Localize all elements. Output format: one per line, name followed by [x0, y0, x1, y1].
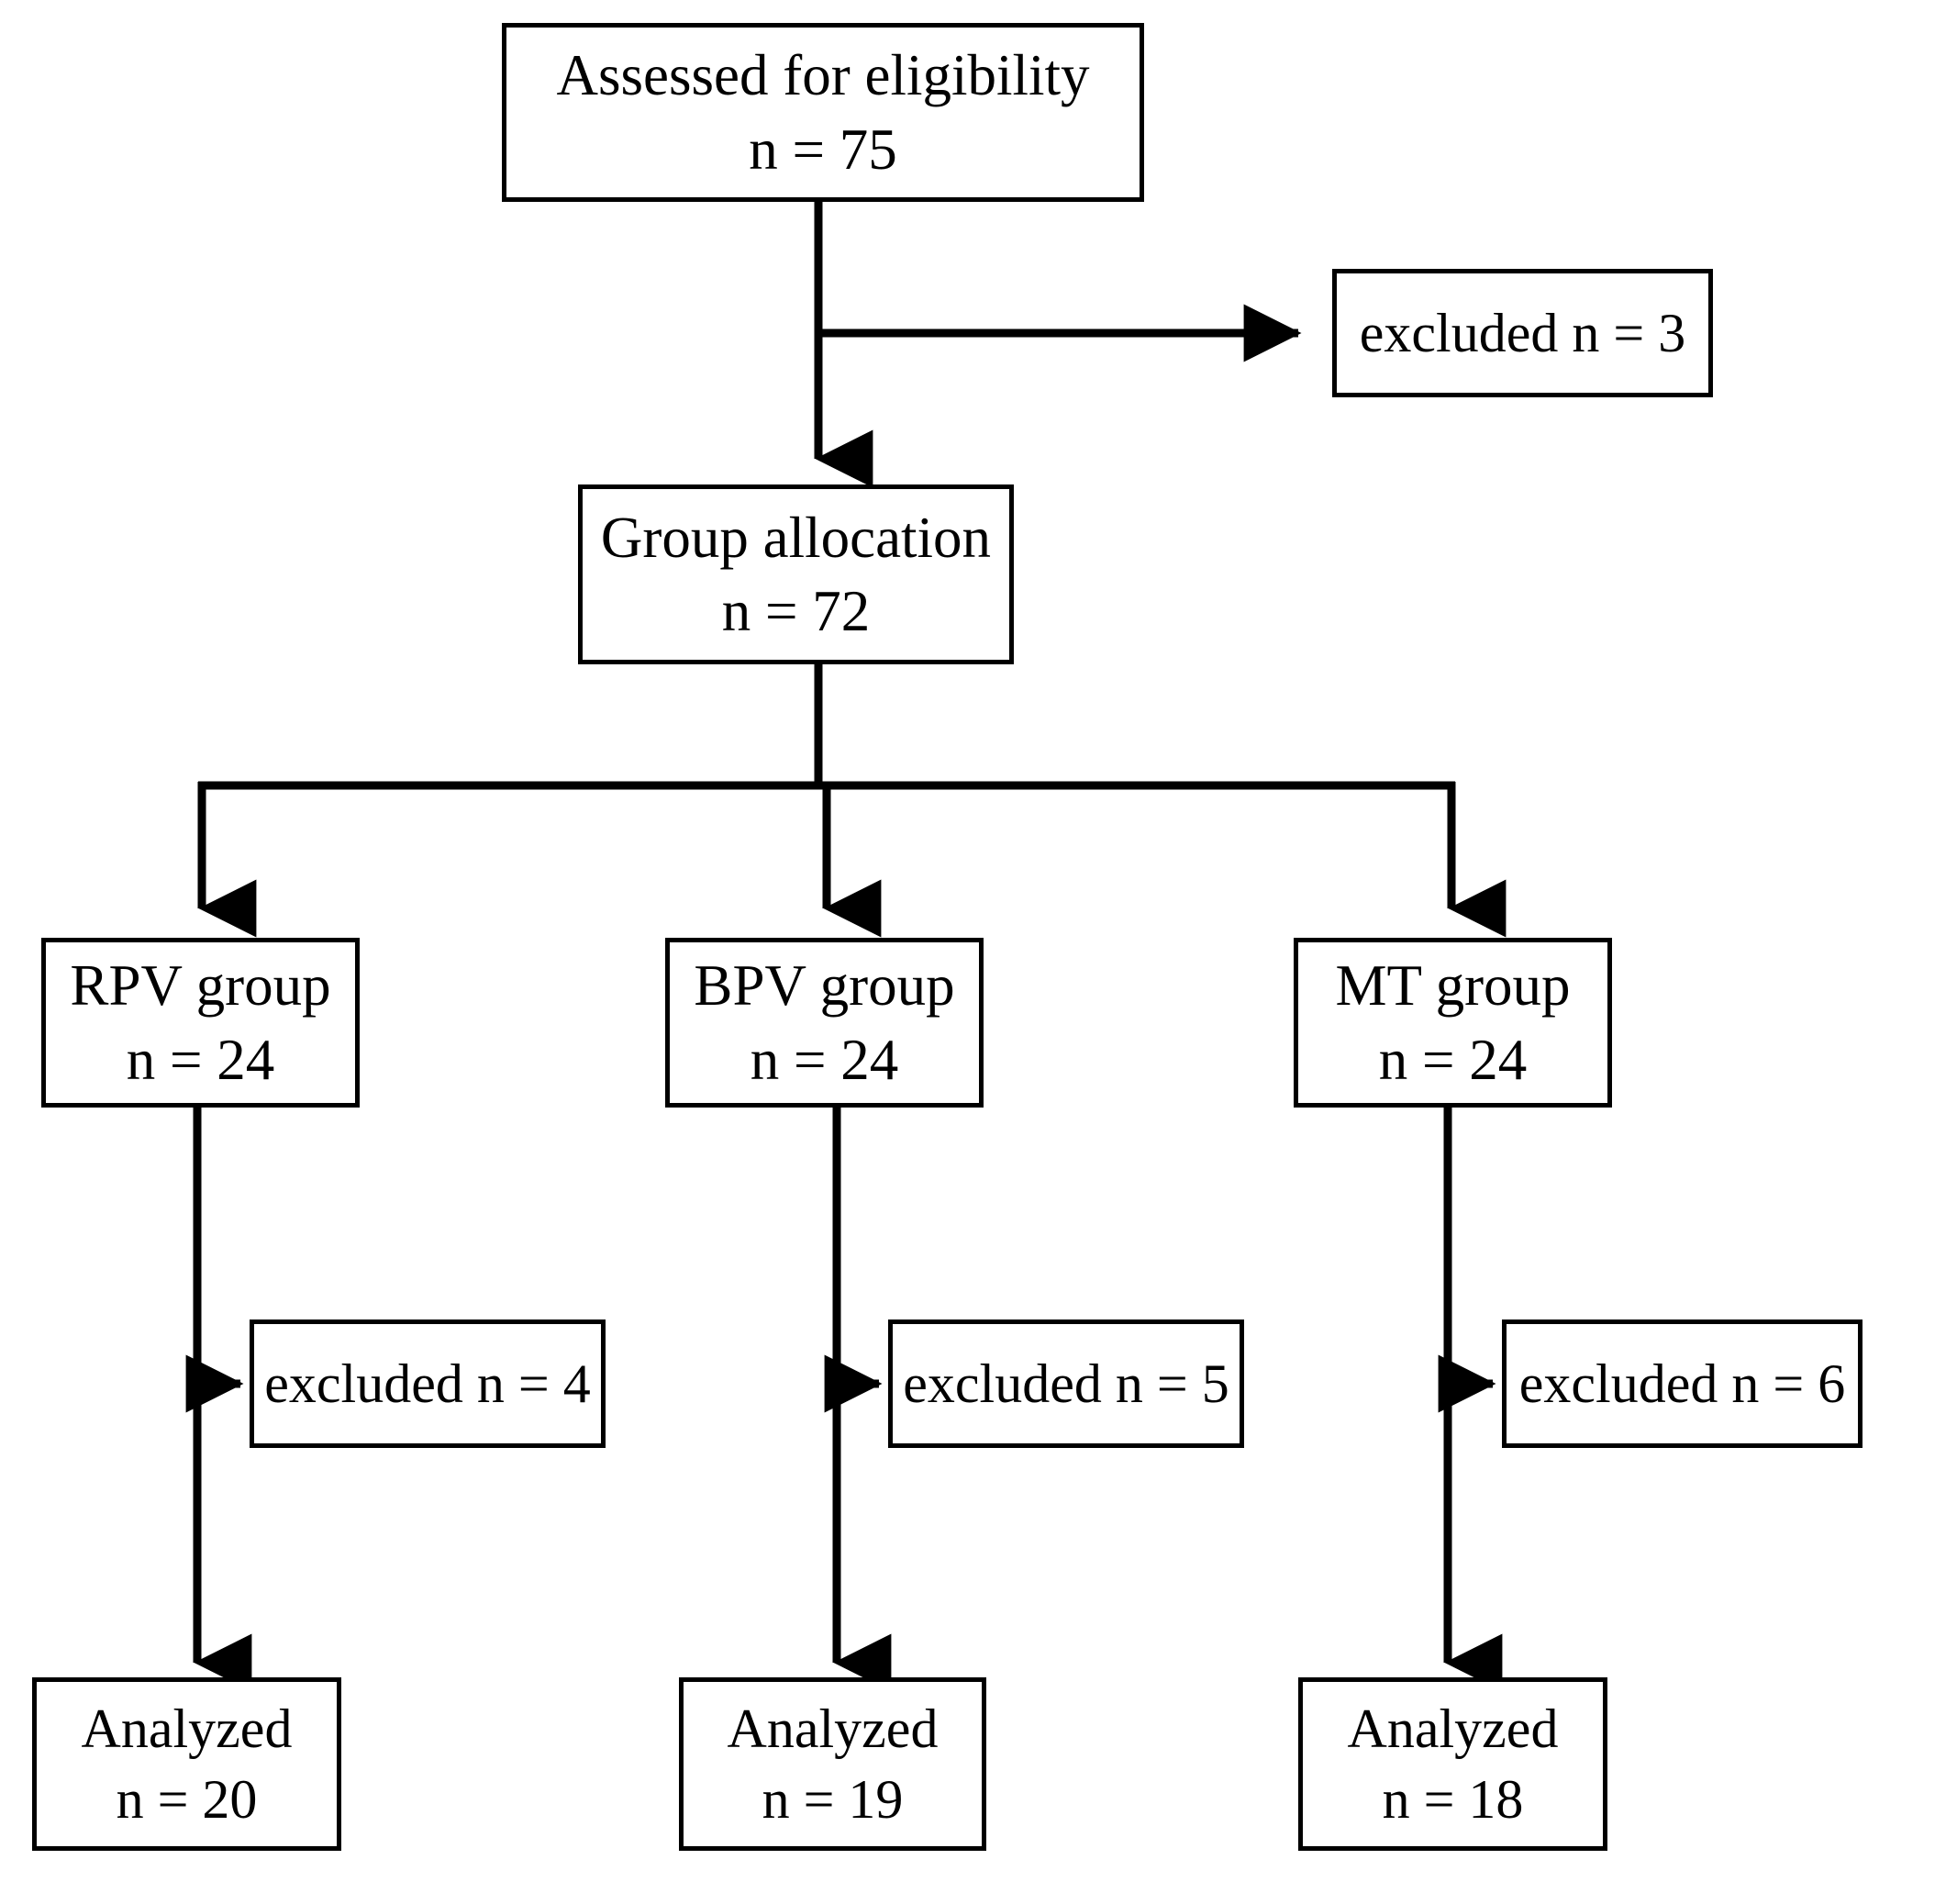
node-rpv-group: RPV group n = 24	[41, 938, 360, 1108]
node-excluded-top: excluded n = 3	[1332, 269, 1713, 397]
node-allocation-title: Group allocation	[600, 505, 992, 570]
node-excluded-rpv: excluded n = 4	[250, 1319, 606, 1448]
connector-bpv-to-analyzed	[824, 1106, 892, 1692]
node-analyzed-bpv: Analyzed n = 19	[679, 1677, 986, 1851]
node-analyzed-mt-title: Analyzed	[1347, 1698, 1559, 1759]
node-mt-group: MT group n = 24	[1294, 938, 1612, 1108]
node-assessed-for-eligibility: Assessed for eligibility n = 75	[502, 23, 1144, 202]
node-excluded-mt: excluded n = 6	[1502, 1319, 1862, 1448]
node-rpv-count: n = 24	[126, 1027, 275, 1092]
node-analyzed-rpv-count: n = 20	[116, 1768, 258, 1830]
node-excluded-bpv-label: excluded n = 5	[903, 1353, 1229, 1414]
connector-mt-to-analyzed	[1438, 1106, 1503, 1692]
node-bpv-count: n = 24	[750, 1027, 899, 1092]
node-mt-count: n = 24	[1378, 1027, 1528, 1092]
node-analyzed-rpv-title: Analyzed	[81, 1698, 293, 1759]
node-analyzed-bpv-title: Analyzed	[727, 1698, 939, 1759]
node-excluded-bpv: excluded n = 5	[888, 1319, 1244, 1448]
node-analyzed-mt-count: n = 18	[1382, 1768, 1524, 1830]
node-analyzed-rpv: Analyzed n = 20	[32, 1677, 341, 1851]
node-analyzed-mt: Analyzed n = 18	[1298, 1677, 1607, 1851]
node-excluded-rpv-label: excluded n = 4	[264, 1353, 591, 1414]
node-analyzed-bpv-count: n = 19	[762, 1768, 904, 1830]
node-bpv-group: BPV group n = 24	[665, 938, 984, 1108]
connector-rpv-to-analyzed	[185, 1106, 252, 1692]
node-assessed-count: n = 75	[749, 117, 897, 182]
node-rpv-title: RPV group	[70, 953, 331, 1019]
node-excluded-mt-label: excluded n = 6	[1518, 1353, 1846, 1414]
node-excluded-top-label: excluded n = 3	[1359, 302, 1686, 363]
node-allocation-count: n = 72	[721, 579, 871, 643]
node-assessed-title: Assessed for eligibility	[556, 43, 1090, 108]
node-group-allocation: Group allocation n = 72	[578, 484, 1014, 664]
node-mt-title: MT group	[1335, 953, 1571, 1019]
node-bpv-title: BPV group	[694, 953, 955, 1019]
